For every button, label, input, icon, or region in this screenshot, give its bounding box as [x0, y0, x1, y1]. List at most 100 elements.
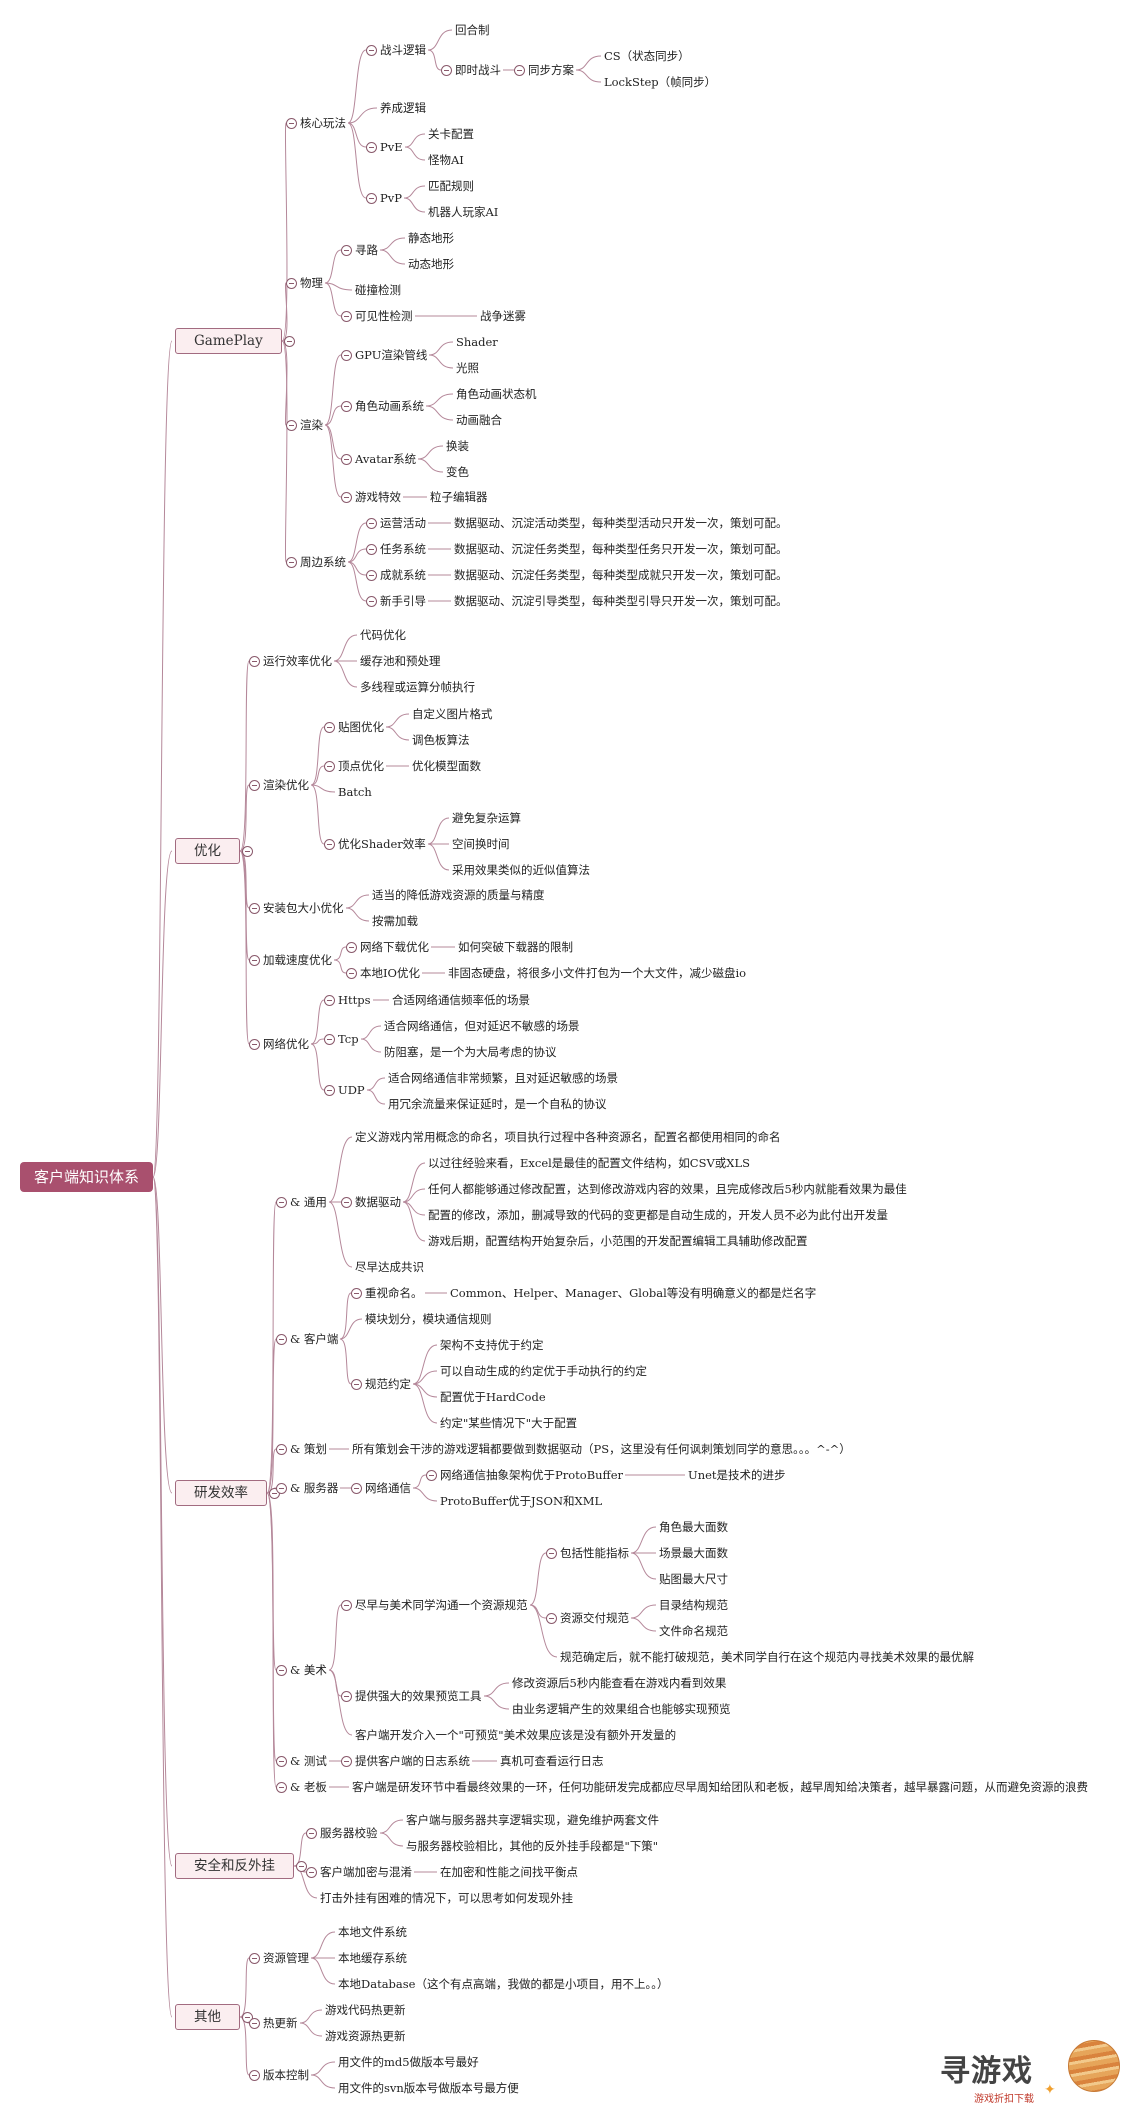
collapse-toggle-icon[interactable] [341, 1599, 352, 1611]
topic-node-gp3b2[interactable]: 动画融合 [456, 413, 502, 427]
topic-node-rd5c[interactable]: 客户端开发介入一个"可预览"美术效果应该是没有额外开发量的 [355, 1728, 677, 1742]
topic-node-op2c[interactable]: Batch [338, 785, 372, 799]
collapse-toggle-icon[interactable] [366, 595, 377, 607]
topic-node-gp4b1[interactable]: 数据驱动、沉淀任务类型，每种类型任务只开发一次，策划可配。 [454, 542, 788, 556]
topic-node-gp1a2a1[interactable]: CS（状态同步） [604, 49, 690, 63]
topic-node-sc1[interactable]: 服务器校验 [320, 1826, 378, 1840]
collapse-toggle-icon[interactable] [276, 1755, 287, 1767]
collapse-toggle-icon[interactable] [249, 2017, 260, 2029]
topic-node-gp2c1[interactable]: 战争迷雾 [480, 309, 526, 323]
topic-node-op1c[interactable]: 多线程或运算分帧执行 [360, 680, 475, 694]
collapse-toggle-icon[interactable] [341, 1690, 352, 1702]
collapse-toggle-icon[interactable] [341, 1755, 352, 1767]
collapse-toggle-icon[interactable] [276, 1196, 287, 1208]
topic-node-gp3a1[interactable]: Shader [456, 335, 498, 349]
topic-node-rd5b1[interactable]: 修改资源后5秒内能查看在游戏内看到效果 [512, 1676, 727, 1690]
collapse-toggle-icon[interactable] [286, 277, 297, 289]
topic-node-gp2a2[interactable]: 动态地形 [408, 257, 454, 271]
topic-node-rd2a1[interactable]: Common、Helper、Manager、Global等没有明确意义的都是烂名… [450, 1286, 817, 1300]
collapse-toggle-icon[interactable] [276, 1781, 287, 1793]
collapse-toggle-icon[interactable] [249, 902, 260, 914]
topic-node-rd1b1[interactable]: 以过往经验来看，Excel是最佳的配置文件结构，如CSV或XLS [428, 1156, 750, 1170]
collapse-toggle-icon[interactable] [306, 1866, 317, 1878]
topic-node-sc1b[interactable]: 与服务器校验相比，其他的反外挂手段都是"下策" [406, 1839, 659, 1853]
topic-node-op3b[interactable]: 按需加载 [372, 914, 418, 928]
topic-node-rd1b4[interactable]: 游戏后期，配置结构开始复杂后，小范围的开发配置编辑工具辅助修改配置 [428, 1234, 808, 1248]
collapse-toggle-icon[interactable] [284, 335, 295, 347]
collapse-toggle-icon[interactable] [514, 64, 525, 76]
collapse-toggle-icon[interactable] [366, 569, 377, 581]
topic-node-op5[interactable]: 网络优化 [263, 1037, 309, 1051]
topic-node-rd5a2b[interactable]: 文件命名规范 [659, 1624, 728, 1638]
topic-node-ot3[interactable]: 版本控制 [263, 2068, 309, 2082]
topic-node-sc1a[interactable]: 客户端与服务器共享逻辑实现，避免维护两套文件 [406, 1813, 659, 1827]
collapse-toggle-icon[interactable] [306, 1827, 317, 1839]
collapse-toggle-icon[interactable] [346, 967, 357, 979]
topic-node-sc2a[interactable]: 在加密和性能之间找平衡点 [440, 1865, 578, 1879]
topic-node-rd2c[interactable]: 规范约定 [365, 1377, 411, 1391]
topic-node-rd7a[interactable]: 客户端是研发环节中看最终效果的一环，任何功能研发完成都应尽早周知给团队和老板，越… [352, 1780, 1088, 1794]
topic-node-gp1d[interactable]: PvP [380, 191, 402, 205]
topic-node-gp1c2[interactable]: 怪物AI [428, 153, 464, 167]
branch-node-gp[interactable]: GamePlay [175, 328, 282, 354]
topic-node-op2d1[interactable]: 避免复杂运算 [452, 811, 521, 825]
topic-node-ot3a[interactable]: 用文件的md5做版本号最好 [338, 2055, 479, 2069]
collapse-toggle-icon[interactable] [249, 954, 260, 966]
topic-node-op1[interactable]: 运行效率优化 [263, 654, 332, 668]
collapse-toggle-icon[interactable] [341, 491, 352, 503]
collapse-toggle-icon[interactable] [546, 1612, 557, 1624]
collapse-toggle-icon[interactable] [249, 1038, 260, 1050]
topic-node-rd5a3[interactable]: 规范确定后，就不能打破规范，美术同学自行在这个规范内寻找美术效果的最优解 [560, 1650, 974, 1664]
topic-node-rd5a2[interactable]: 资源交付规范 [560, 1611, 629, 1625]
topic-node-gp4c1[interactable]: 数据驱动、沉淀任务类型，每种类型成就只开发一次，策划可配。 [454, 568, 788, 582]
topic-node-rd5[interactable]: & 美术 [290, 1663, 327, 1677]
collapse-toggle-icon[interactable] [366, 141, 377, 153]
topic-node-rd5b2[interactable]: 由业务逻辑产生的效果组合也能够实现预览 [512, 1702, 731, 1716]
collapse-toggle-icon[interactable] [242, 845, 253, 857]
topic-node-rd2c2[interactable]: 可以自动生成的约定优于手动执行的约定 [440, 1364, 647, 1378]
collapse-toggle-icon[interactable] [249, 1952, 260, 1964]
branch-node-op[interactable]: 优化 [175, 838, 240, 864]
topic-node-op3[interactable]: 安装包大小优化 [263, 901, 344, 915]
collapse-toggle-icon[interactable] [351, 1482, 362, 1494]
collapse-toggle-icon[interactable] [276, 1664, 287, 1676]
topic-node-gp3b[interactable]: 角色动画系统 [355, 399, 424, 413]
collapse-toggle-icon[interactable] [324, 760, 335, 772]
branch-node-rd[interactable]: 研发效率 [175, 1480, 267, 1506]
topic-node-op2[interactable]: 渲染优化 [263, 778, 309, 792]
topic-node-op3a[interactable]: 适当的降低游戏资源的质量与精度 [372, 888, 545, 902]
topic-node-op2d2[interactable]: 空间换时间 [452, 837, 510, 851]
topic-node-rd5b[interactable]: 提供强大的效果预览工具 [355, 1689, 482, 1703]
collapse-toggle-icon[interactable] [249, 655, 260, 667]
topic-node-rd3[interactable]: & 策划 [290, 1442, 327, 1456]
topic-node-gp2a[interactable]: 寻路 [355, 243, 378, 257]
root-node[interactable]: 客户端知识体系 [20, 1162, 154, 1192]
topic-node-rd5a1[interactable]: 包括性能指标 [560, 1546, 629, 1560]
topic-node-gp1[interactable]: 核心玩法 [300, 116, 346, 130]
topic-node-op1a[interactable]: 代码优化 [360, 628, 406, 642]
collapse-toggle-icon[interactable] [351, 1287, 362, 1299]
branch-node-ot[interactable]: 其他 [175, 2004, 240, 2030]
collapse-toggle-icon[interactable] [276, 1482, 287, 1494]
topic-node-rd6a1[interactable]: 真机可查看运行日志 [500, 1754, 604, 1768]
branch-node-sc[interactable]: 安全和反外挂 [175, 1853, 294, 1879]
topic-node-gp1c1[interactable]: 关卡配置 [428, 127, 474, 141]
topic-node-op5b2[interactable]: 防阻塞，是一个为大局考虑的协议 [384, 1045, 557, 1059]
topic-node-rd5a1b[interactable]: 场景最大面数 [659, 1546, 728, 1560]
collapse-toggle-icon[interactable] [366, 543, 377, 555]
topic-node-op5c[interactable]: UDP [338, 1083, 365, 1097]
collapse-toggle-icon[interactable] [366, 192, 377, 204]
topic-node-gp1a[interactable]: 战斗逻辑 [380, 43, 426, 57]
collapse-toggle-icon[interactable] [286, 419, 297, 431]
topic-node-ot3b[interactable]: 用文件的svn版本号做版本号最方便 [338, 2081, 519, 2095]
collapse-toggle-icon[interactable] [441, 64, 452, 76]
collapse-toggle-icon[interactable] [341, 400, 352, 412]
topic-node-gp4a1[interactable]: 数据驱动、沉淀活动类型，每种类型活动只开发一次，策划可配。 [454, 516, 788, 530]
topic-node-gp2b[interactable]: 碰撞检测 [355, 283, 401, 297]
topic-node-gp2[interactable]: 物理 [300, 276, 323, 290]
topic-node-op1b[interactable]: 缓存池和预处理 [360, 654, 441, 668]
topic-node-ot1a[interactable]: 本地文件系统 [338, 1925, 407, 1939]
collapse-toggle-icon[interactable] [341, 453, 352, 465]
topic-node-rd4a[interactable]: 网络通信 [365, 1481, 411, 1495]
collapse-toggle-icon[interactable] [324, 994, 335, 1006]
